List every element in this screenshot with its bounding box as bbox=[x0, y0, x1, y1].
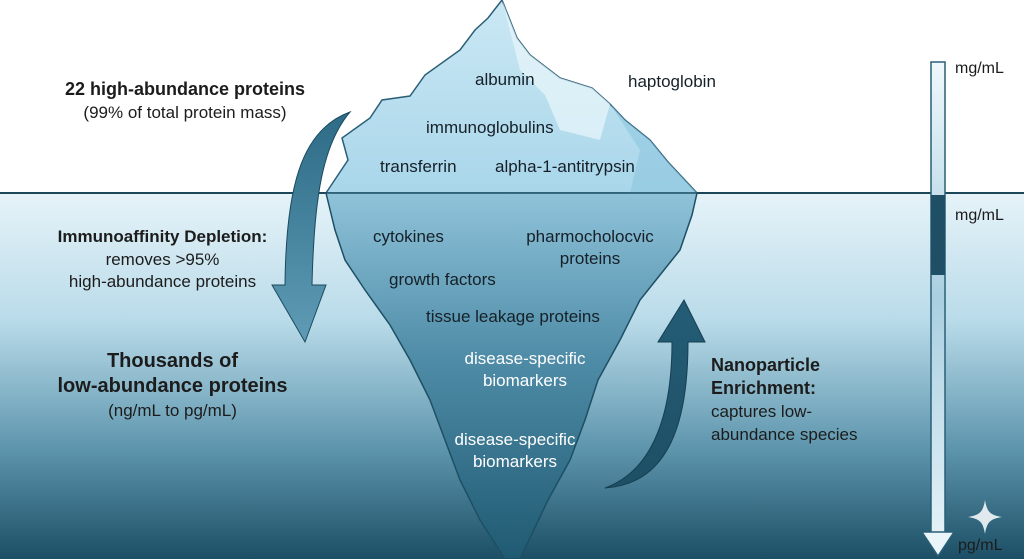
depletion-line1: removes >95% bbox=[105, 250, 220, 269]
iceberg-underwater bbox=[325, 192, 698, 559]
label-growth-factors: growth factors bbox=[389, 270, 496, 289]
scale-label-top: mg/mL bbox=[955, 60, 1004, 77]
iceberg-highlight bbox=[502, 0, 610, 140]
scale-label-bottom: pg/mL bbox=[958, 537, 1003, 554]
depletion-arrow bbox=[271, 110, 352, 344]
scale-bar-dark-band bbox=[931, 195, 945, 275]
label-haptoglobin: haptoglobin bbox=[628, 72, 716, 91]
enrichment-title-line1: Nanoparticle bbox=[711, 355, 821, 375]
label-transferrin: transferrin bbox=[380, 157, 457, 176]
label-disease-biomarkers-1-line1: disease-specific bbox=[464, 349, 586, 368]
scale-arrowhead bbox=[920, 531, 956, 558]
enrichment-line3: captures low- bbox=[711, 402, 813, 421]
label-tissue-leakage: tissue leakage proteins bbox=[426, 307, 600, 326]
label-disease-biomarkers-2-line2: biomarkers bbox=[472, 452, 558, 471]
low-abundance-title-line2: low-abundance proteins bbox=[57, 375, 288, 397]
enrichment-title-line2: Enrichment: bbox=[711, 378, 817, 398]
label-alpha-1-antitrypsin: alpha-1-antitrypsin bbox=[495, 157, 635, 176]
label-disease-biomarkers-1-line2: biomarkers bbox=[482, 371, 568, 390]
scale-bar bbox=[930, 61, 946, 535]
label-pharma-line1: pharmocholocvic bbox=[526, 227, 654, 246]
iceberg-shadow bbox=[610, 104, 697, 193]
enrichment-line4: abundance species bbox=[711, 425, 858, 444]
high-abundance-subtitle: (99% of total protein mass) bbox=[83, 103, 287, 122]
label-disease-biomarkers-2-line1: disease-specific bbox=[454, 430, 576, 449]
low-abundance-subtitle: (ng/mL to pg/mL) bbox=[108, 401, 237, 420]
low-abundance-title-line1: Thousands of bbox=[106, 350, 239, 372]
label-albumin: albumin bbox=[475, 70, 535, 89]
label-cytokines: cytokines bbox=[373, 227, 444, 246]
depletion-line2: high-abundance proteins bbox=[68, 272, 257, 291]
depletion-title: Immunoaffinity Depletion: bbox=[57, 227, 268, 246]
label-pharma-line2: proteins bbox=[559, 249, 621, 268]
scale-label-mid: mg/mL bbox=[955, 207, 1004, 224]
enrichment-arrow bbox=[604, 298, 706, 489]
label-immunoglobulins: immunoglobulins bbox=[426, 118, 554, 137]
sparkle-icon bbox=[968, 500, 1002, 534]
high-abundance-title: 22 high-abundance proteins bbox=[64, 79, 306, 99]
iceberg-tip bbox=[324, 0, 699, 194]
